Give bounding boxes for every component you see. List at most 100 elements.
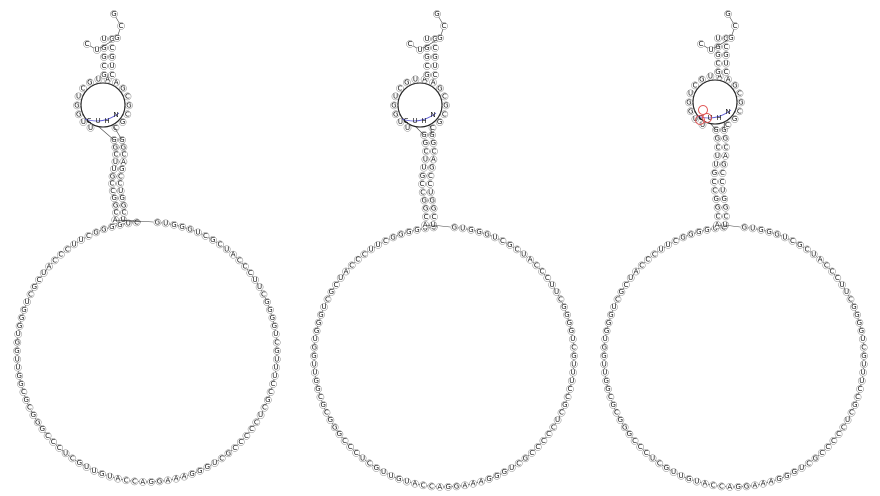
ring-nucleotide: G bbox=[332, 423, 337, 431]
hairpin-nucleotide-bead bbox=[74, 92, 83, 101]
ring-nucleotide-bead bbox=[751, 481, 759, 490]
stem-nucleotide-right: G bbox=[121, 143, 126, 151]
ring-nucleotide: G bbox=[507, 241, 512, 249]
ring-nucleotide: A bbox=[769, 478, 774, 486]
hairpin-nucleotide-bead bbox=[79, 84, 87, 93]
stem-nucleotide-right: G bbox=[121, 202, 126, 210]
stem-nucleotide-right-bead bbox=[429, 139, 438, 147]
tail-nucleotide-bead bbox=[406, 40, 414, 48]
ring-nucleotide-bead bbox=[82, 463, 91, 471]
ring-nucleotide: U bbox=[107, 473, 112, 481]
ring-nucleotide-bead bbox=[847, 408, 856, 417]
ring-nucleotide: C bbox=[217, 240, 222, 248]
ring-nucleotide-bead bbox=[765, 227, 773, 236]
ring-nucleotide: G bbox=[605, 385, 610, 393]
ring-nucleotide: U bbox=[224, 245, 229, 253]
ring-nucleotide: U bbox=[369, 245, 374, 253]
ring-nucleotide: C bbox=[615, 295, 620, 303]
upper-stem-nucleotide-right-bead bbox=[431, 71, 439, 79]
ring-nucleotide-bead bbox=[153, 218, 162, 227]
ring-nucleotide-bead bbox=[560, 303, 568, 311]
upper-stem-nucleotide-left: U bbox=[715, 34, 720, 42]
highlight-marker bbox=[702, 113, 712, 123]
ring-nucleotide-bead bbox=[622, 280, 630, 289]
ring-nucleotide: C bbox=[568, 385, 573, 393]
ring-nucleotide: G bbox=[374, 464, 379, 472]
ring-nucleotide-bead bbox=[316, 393, 325, 401]
ring-nucleotide: U bbox=[782, 233, 787, 241]
hairpin-nucleotide: G bbox=[393, 110, 398, 118]
hairpin-nucleotide: G bbox=[732, 81, 737, 89]
ring-nucleotide-bead bbox=[260, 403, 269, 412]
hairpin-nucleotide: G bbox=[437, 118, 442, 126]
ring-nucleotide: U bbox=[611, 303, 616, 311]
ring-nucleotide: G bbox=[109, 223, 114, 231]
ring-nucleotide: G bbox=[494, 472, 499, 480]
hairpin-loop-ring bbox=[692, 79, 738, 125]
hairpin-nucleotide-bead bbox=[86, 78, 94, 87]
upper-stem-nucleotide-left: G bbox=[101, 53, 106, 61]
ring-nucleotide-bead bbox=[695, 227, 703, 236]
ring-nucleotide: U bbox=[15, 364, 20, 372]
hairpin-nucleotide-bead bbox=[724, 75, 732, 84]
hairpin-nucleotide-bead bbox=[73, 101, 81, 110]
ring-nucleotide: C bbox=[383, 237, 388, 245]
stem-nucleotide-right-bead bbox=[721, 134, 730, 143]
ring-nucleotide: U bbox=[321, 303, 326, 311]
hairpin-nucleotide: C bbox=[125, 110, 130, 118]
stem-ring-link-left bbox=[423, 224, 439, 228]
ring-nucleotide: C bbox=[271, 380, 276, 388]
stem-nucleotide-right-bead bbox=[720, 195, 729, 203]
stem-nucleotide-right-bead bbox=[430, 147, 438, 156]
ring-nucleotide-bead bbox=[606, 393, 615, 401]
ring-nucleotide-bead bbox=[75, 459, 84, 467]
stem-nucleotide-right: C bbox=[428, 172, 433, 180]
ring-nucleotide-bead bbox=[353, 255, 362, 264]
ring-nucleotide-bead bbox=[310, 352, 318, 360]
ring-nucleotide-bead bbox=[839, 423, 848, 432]
ring-nucleotide-bead bbox=[834, 430, 843, 439]
ring-nucleotide-bead bbox=[549, 423, 558, 432]
ring-nucleotide: C bbox=[623, 281, 628, 289]
ring-nucleotide-bead bbox=[246, 269, 255, 277]
hairpin-nucleotide-bead bbox=[685, 98, 693, 107]
ring-nucleotide: G bbox=[774, 230, 779, 238]
ring-nucleotide: U bbox=[84, 463, 89, 471]
stem-nucleotide-right-bead bbox=[116, 187, 125, 195]
ring-nucleotide-bead bbox=[687, 230, 695, 239]
interaction-label: C bbox=[87, 117, 92, 125]
ring-nucleotide-bead bbox=[600, 360, 609, 369]
ring-nucleotide-bead bbox=[25, 403, 34, 412]
ring-nucleotide: G bbox=[313, 377, 318, 385]
hairpin-nucleotide-bead bbox=[440, 110, 449, 119]
stem-nucleotide-left: C bbox=[712, 178, 717, 186]
ring-nucleotide: C bbox=[638, 443, 643, 451]
stem-ring-link-left bbox=[715, 224, 729, 228]
ring-nucleotide-bead bbox=[811, 454, 820, 463]
stem-nucleotide-left: G bbox=[712, 169, 717, 177]
loop-stem-link-right bbox=[429, 124, 433, 136]
ring-nucleotide: G bbox=[101, 225, 106, 233]
hairpin-nucleotide-bead bbox=[730, 115, 739, 123]
ring-nucleotide-bead bbox=[251, 275, 259, 284]
ring-nucleotide: C bbox=[325, 295, 330, 303]
hairpin-nucleotide: U bbox=[88, 124, 93, 132]
stem-nucleotide-left-bead bbox=[714, 143, 722, 152]
ring-nucleotide-bead bbox=[620, 423, 629, 432]
ring-nucleotide: G bbox=[744, 482, 749, 490]
tail-nucleotide: U bbox=[708, 46, 713, 54]
ring-nucleotide-bead bbox=[365, 459, 374, 468]
interaction-label: H bbox=[421, 117, 426, 125]
stem-nucleotide-left-bead bbox=[713, 134, 722, 143]
tail-nucleotide: G bbox=[728, 34, 733, 42]
interaction-label: N bbox=[725, 108, 730, 116]
ring-nucleotide: C bbox=[134, 218, 139, 226]
ring-nucleotide: C bbox=[711, 481, 716, 489]
ring-nucleotide: C bbox=[559, 409, 564, 417]
ring-nucleotide-bead bbox=[395, 475, 403, 483]
ring-nucleotide: G bbox=[19, 314, 24, 322]
ring-nucleotide-bead bbox=[269, 380, 277, 388]
ring-nucleotide: C bbox=[243, 263, 248, 271]
ring-nucleotide: C bbox=[21, 388, 26, 396]
